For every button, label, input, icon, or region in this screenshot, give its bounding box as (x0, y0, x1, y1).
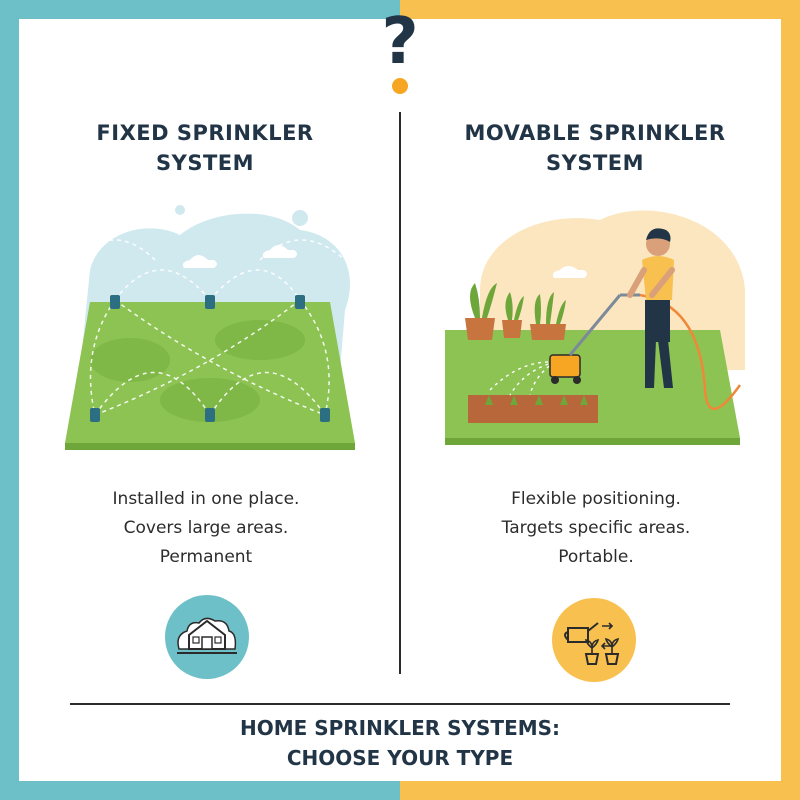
fixed-description: Installed in one place. Covers large are… (56, 485, 356, 572)
movable-desc-line2: Targets specific areas. (501, 518, 691, 538)
movable-description: Flexible positioning. Targets specific a… (446, 485, 746, 572)
column-divider (399, 112, 401, 674)
fixed-title-line1: FIXED SPRINKLER (96, 121, 314, 145)
movable-title-line1: MOVABLE SPRINKLER (464, 121, 726, 145)
fixed-title-line2: SYSTEM (155, 151, 255, 175)
watering-can-plants-icon (552, 598, 636, 682)
question-mark-icon: ? (381, 5, 419, 79)
movable-desc-line3: Portable. (558, 547, 634, 567)
movable-title-line2: SYSTEM (545, 151, 645, 175)
movable-system-title: MOVABLE SPRINKLER SYSTEM (430, 118, 760, 178)
question-mark-dot (392, 78, 408, 94)
footer-divider (70, 703, 730, 705)
fixed-desc-line3: Permanent (159, 547, 253, 567)
person-with-movable-sprinkler-icon (440, 200, 750, 450)
footer-line2: CHOOSE YOUR TYPE (286, 746, 514, 770)
footer-line1: HOME SPRINKLER SYSTEMS: (239, 716, 561, 740)
fixed-system-title: FIXED SPRINKLER SYSTEM (40, 118, 370, 178)
house-icon (165, 595, 249, 679)
movable-desc-line1: Flexible positioning. (511, 489, 681, 509)
fixed-desc-line1: Installed in one place. (112, 489, 300, 509)
lawn-sprinkler-grid-icon (60, 200, 360, 450)
footer-title: HOME SPRINKLER SYSTEMS: CHOOSE YOUR TYPE (100, 713, 700, 773)
fixed-desc-line2: Covers large areas. (123, 518, 289, 538)
